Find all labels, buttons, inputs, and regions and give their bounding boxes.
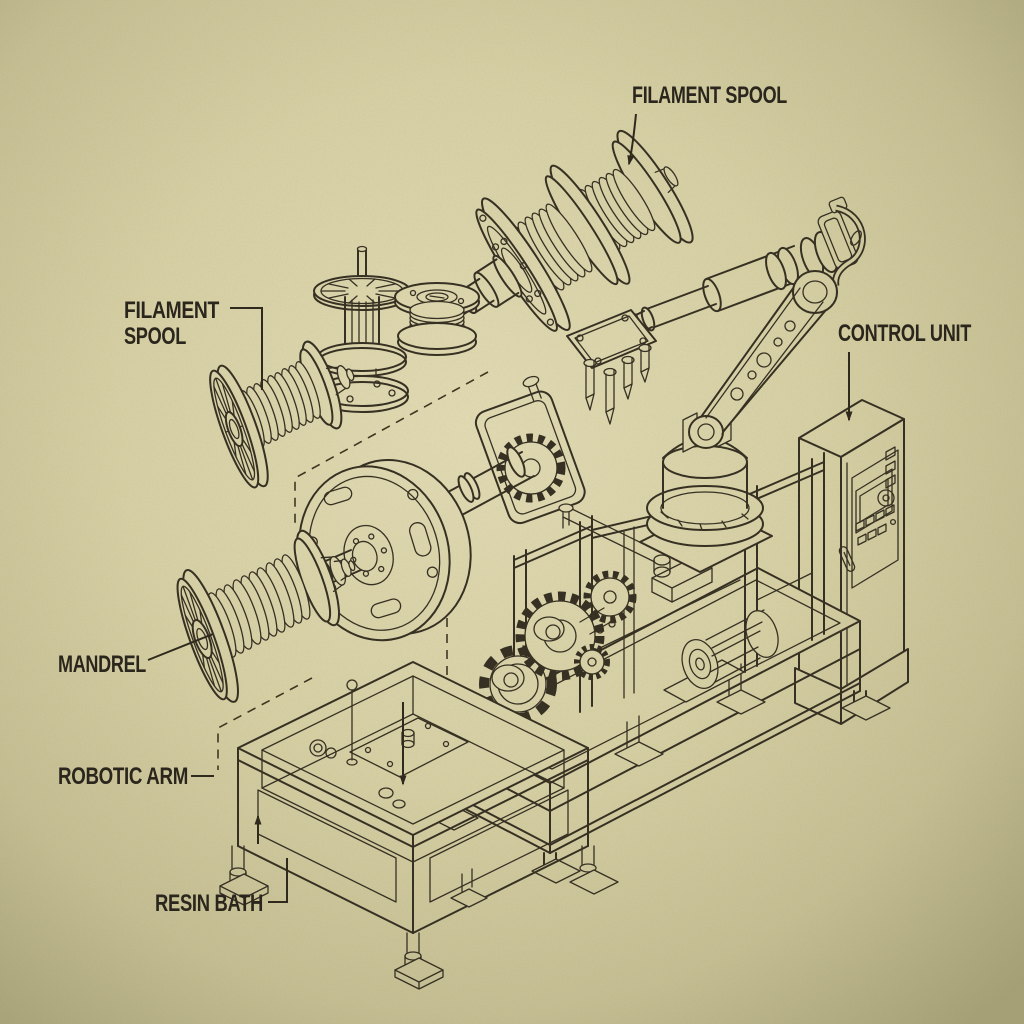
- diagram-canvas: FILAMENT SPOOL FILAMENT SPOOL CONTROL UN…: [0, 0, 1024, 1024]
- paper-grain-overlay: [0, 0, 1024, 1024]
- technical-diagram: FILAMENT SPOOL FILAMENT SPOOL CONTROL UN…: [0, 0, 1024, 1024]
